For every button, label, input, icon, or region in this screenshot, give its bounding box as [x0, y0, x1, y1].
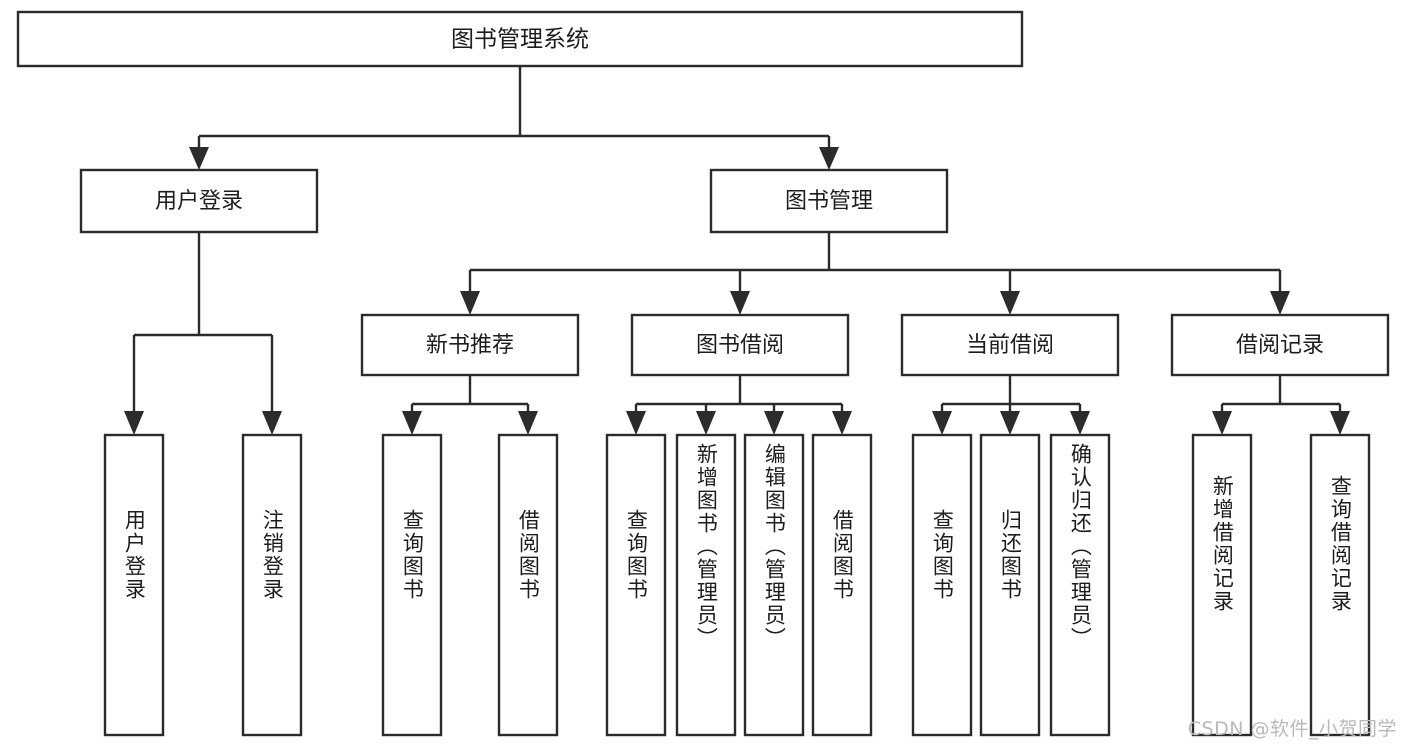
node-book-borrow-label: 图书借阅 [696, 333, 784, 358]
arrow-to-leaf-query-book-3 [932, 411, 952, 435]
arrow-to-current-borrow [1000, 291, 1020, 315]
arrow-to-leaf-query-book-2 [626, 411, 646, 435]
node-root[interactable]: 图书管理系统 [16, 10, 1024, 68]
node-user-login[interactable]: 用户登录 [79, 168, 319, 234]
arrow-to-leaf-edit-book-admin [764, 411, 784, 435]
leaf-box-logout-login[interactable] [241, 433, 303, 737]
leaf-box-borrow-book-1[interactable] [497, 433, 559, 737]
arrow-to-leaf-return-book [1000, 411, 1020, 435]
arrow-to-leaf-logout-login [262, 411, 282, 435]
node-user-login-box[interactable] [79, 168, 319, 234]
node-book-borrow[interactable]: 图书借阅 [630, 313, 850, 377]
node-current-borrow-label: 当前借阅 [966, 333, 1054, 358]
node-user-login-label: 用户登录 [155, 189, 243, 214]
node-root-label: 图书管理系统 [451, 27, 589, 53]
leaf-box-add-borrow-record[interactable] [1191, 433, 1253, 737]
node-book-manage-box[interactable] [709, 168, 949, 234]
node-current-borrow-box[interactable] [900, 313, 1120, 377]
arrow-to-new-book-recommend [460, 291, 480, 315]
node-book-manage[interactable]: 图书管理 [709, 168, 949, 234]
leaf-box-query-book-1[interactable] [381, 433, 443, 737]
leaf-box-query-book-3[interactable] [911, 433, 973, 737]
leaf-box-add-book-admin[interactable] [675, 433, 737, 737]
arrow-to-leaf-add-book-admin [696, 411, 716, 435]
node-new-book-recommend[interactable]: 新书推荐 [360, 313, 580, 377]
node-borrow-record-box[interactable] [1170, 313, 1390, 377]
arrow-to-leaf-add-borrow-record [1212, 411, 1232, 435]
leaf-box-borrow-book-2[interactable] [811, 433, 873, 737]
node-new-book-recommend-label: 新书推荐 [426, 333, 514, 358]
leaf-box-confirm-return-admin[interactable] [1049, 433, 1111, 737]
arrow-to-leaf-borrow-book-1 [518, 411, 538, 435]
arrow-to-leaf-query-borrow-record [1330, 411, 1350, 435]
arrow-to-book-borrow [730, 291, 750, 315]
node-book-borrow-box[interactable] [630, 313, 850, 377]
arrow-to-leaf-user-login [124, 411, 144, 435]
node-root-box[interactable] [16, 10, 1024, 68]
leaf-box-user-login[interactable] [103, 433, 165, 737]
leaf-box-return-book[interactable] [979, 433, 1041, 737]
arrow-to-leaf-confirm-return-admin [1070, 411, 1090, 435]
arrow-to-book-manage [819, 147, 839, 170]
node-current-borrow[interactable]: 当前借阅 [900, 313, 1120, 377]
node-new-book-recommend-box[interactable] [360, 313, 580, 377]
node-book-manage-label: 图书管理 [785, 189, 873, 214]
leaf-box-query-book-2[interactable] [605, 433, 667, 737]
csdn-watermark: CSDN @软件_小贺同学 [1187, 718, 1397, 740]
leaf-box-query-borrow-record[interactable] [1309, 433, 1371, 737]
arrow-to-user-login [189, 147, 209, 170]
connector-group [124, 66, 1350, 435]
node-borrow-record-label: 借阅记录 [1236, 333, 1324, 358]
arrow-to-borrow-record [1270, 291, 1290, 315]
arrow-to-leaf-query-book-1 [402, 411, 422, 435]
leaf-box-edit-book-admin[interactable] [743, 433, 805, 737]
node-borrow-record[interactable]: 借阅记录 [1170, 313, 1390, 377]
arrow-to-leaf-borrow-book-2 [832, 411, 852, 435]
leaf-box-group [103, 433, 1371, 737]
